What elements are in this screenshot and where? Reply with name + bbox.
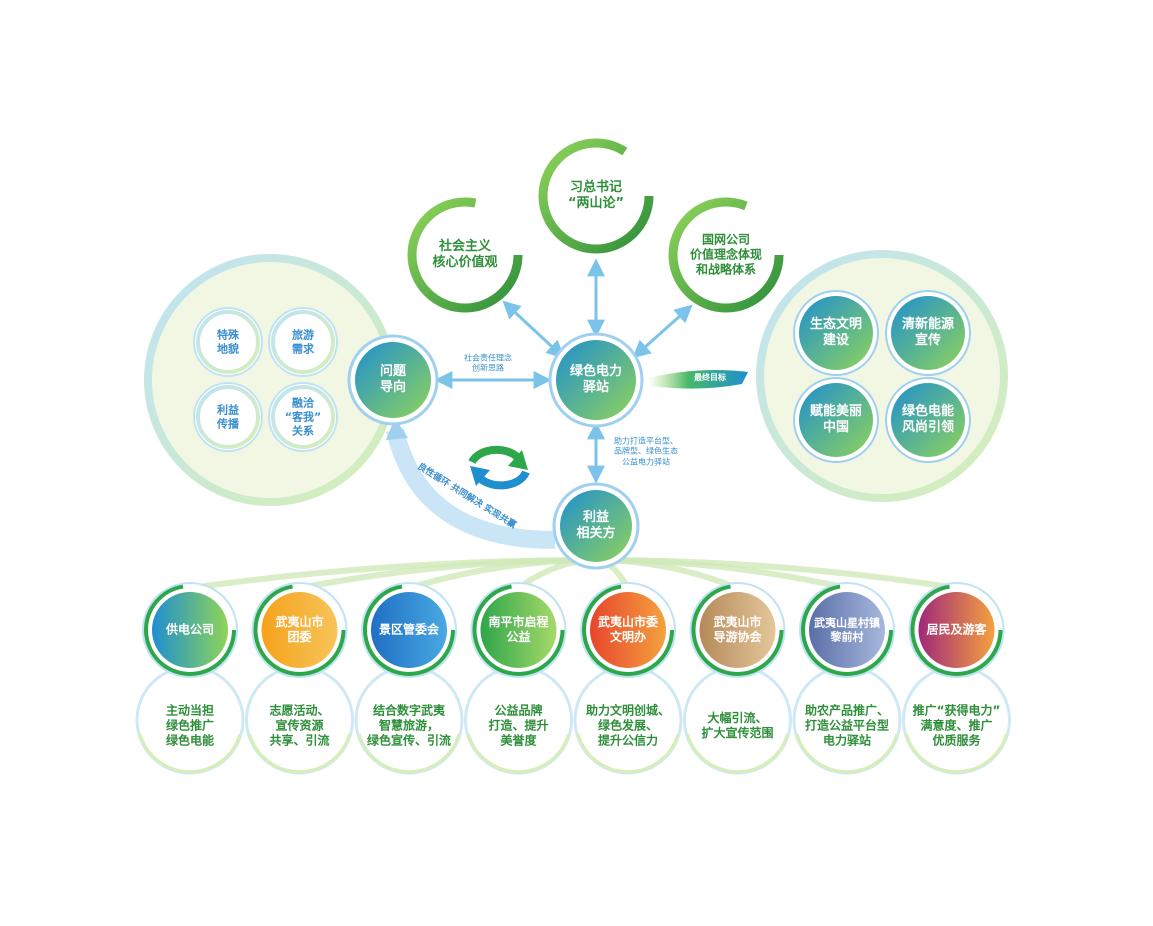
right-cluster-circles [793,290,971,463]
left-cluster-label-3: 融洽 “客我” 关系 [284,396,322,437]
bottom-node-shapes [135,582,1011,775]
left-cluster-circles [193,307,338,452]
right-cluster-circle-1 [885,290,971,376]
center-node-shape [548,332,644,428]
bottom-node-desc-4: 助力文明创城、 绿色发展、 提升公信力 [585,703,671,748]
problem-node-shape [347,334,439,426]
bottom-node-1 [245,582,354,775]
right-cluster-label-3: 绿色电能 风尚引领 [901,403,955,435]
cycle-arc [386,427,556,549]
bottom-node-desc-6: 助农产品推广、 打造公益平台型 电力驿站 [804,703,890,748]
bottom-node-name-7[interactable]: 居民及游客 [926,622,987,637]
right-cluster-label-0: 生态文明 建设 [809,316,863,348]
stakeholders-node-shape [552,482,640,570]
bottom-node-6 [792,582,902,775]
edge-label-goal: 最终目标 [694,372,726,382]
edge-label-help: 助力打造平台型、 品牌型、绿色生态 公益电力驿站 [614,436,678,467]
right-cluster-circle-3 [885,377,971,463]
center-node-label[interactable]: 绿色电力 驿站 [569,363,623,395]
left-cluster-label-1: 旅游 需求 [292,328,314,355]
problem-node-label[interactable]: 问题 导向 [379,363,407,395]
left-cluster-label-0: 特殊 地貌 [217,328,239,355]
left-cluster-circle-1 [268,307,338,377]
top-node-label-2: 国网公司 价值理念体现 和战略体系 [689,232,763,277]
top-node-ring-2 [668,197,784,313]
top-node-label-0: 习总书记 “两山论” [567,179,625,211]
top-node-ring-0 [538,138,654,254]
connector-center-left-top [502,300,565,359]
bottom-node-name-2[interactable]: 景区管委会 [378,622,440,637]
recycle-icon [468,445,530,490]
stakeholders-node-label[interactable]: 利益 相关方 [576,509,616,541]
bottom-node-name-6[interactable]: 武夷山星村镇 黎前村 [814,616,880,643]
left-cluster-label-2: 利益 传播 [217,403,239,430]
edge-label-social: 社会责任理念 创新思路 [464,353,512,373]
top-node-ring-1 [407,197,523,313]
goal-arrow [648,370,748,389]
bottom-node-desc-3: 公益品牌 打造、提升 美誉度 [488,703,549,748]
bottom-node-2 [354,582,464,775]
bottom-node-3 [464,582,573,775]
bottom-node-desc-1: 志愿活动、 宣传资源 共享、引流 [269,703,330,748]
bottom-node-desc-5: 大幅引流、 扩大宣传范围 [701,711,774,740]
bottom-node-desc-0: 主动当担 绿色推广 绿色电能 [165,703,215,748]
right-cluster-label-2: 赋能美丽 中国 [809,403,863,435]
right-cluster-background [756,250,1008,502]
bottom-node-4 [573,582,683,775]
connector-center-right-top [632,304,693,359]
bottom-node-desc-2: 结合数字武夷 智慧旅游， 绿色宣传、引流 [366,703,452,748]
cycle-arc-head [386,418,408,440]
bottom-node-name-0[interactable]: 供电公司 [165,622,215,637]
bottom-node-name-4[interactable]: 武夷山市委 文明办 [597,615,659,644]
fan-line-7 [595,557,957,591]
left-cluster-circle-2 [193,382,263,452]
bottom-node-name-1[interactable]: 武夷山市 团委 [275,615,324,644]
bottom-node-7 [902,582,1011,775]
bottom-node-name-5[interactable]: 武夷山市 导游协会 [713,615,762,644]
bottom-node-desc-7: 推广“获得电力” 满意度、推广 优质服务 [912,703,1001,748]
left-cluster-circle-0 [193,307,263,377]
left-cluster-circle-3 [268,382,338,452]
right-cluster-label-1: 清新能源 宣传 [901,316,955,348]
top-node-label-1: 社会主义 核心价值观 [432,238,498,270]
bottom-node-name-3[interactable]: 南平市启程 公益 [488,615,549,644]
bottom-node-5 [683,582,792,775]
bottom-node-0 [135,582,245,775]
right-cluster-circle-0 [793,290,879,376]
right-cluster-circle-2 [793,377,879,463]
